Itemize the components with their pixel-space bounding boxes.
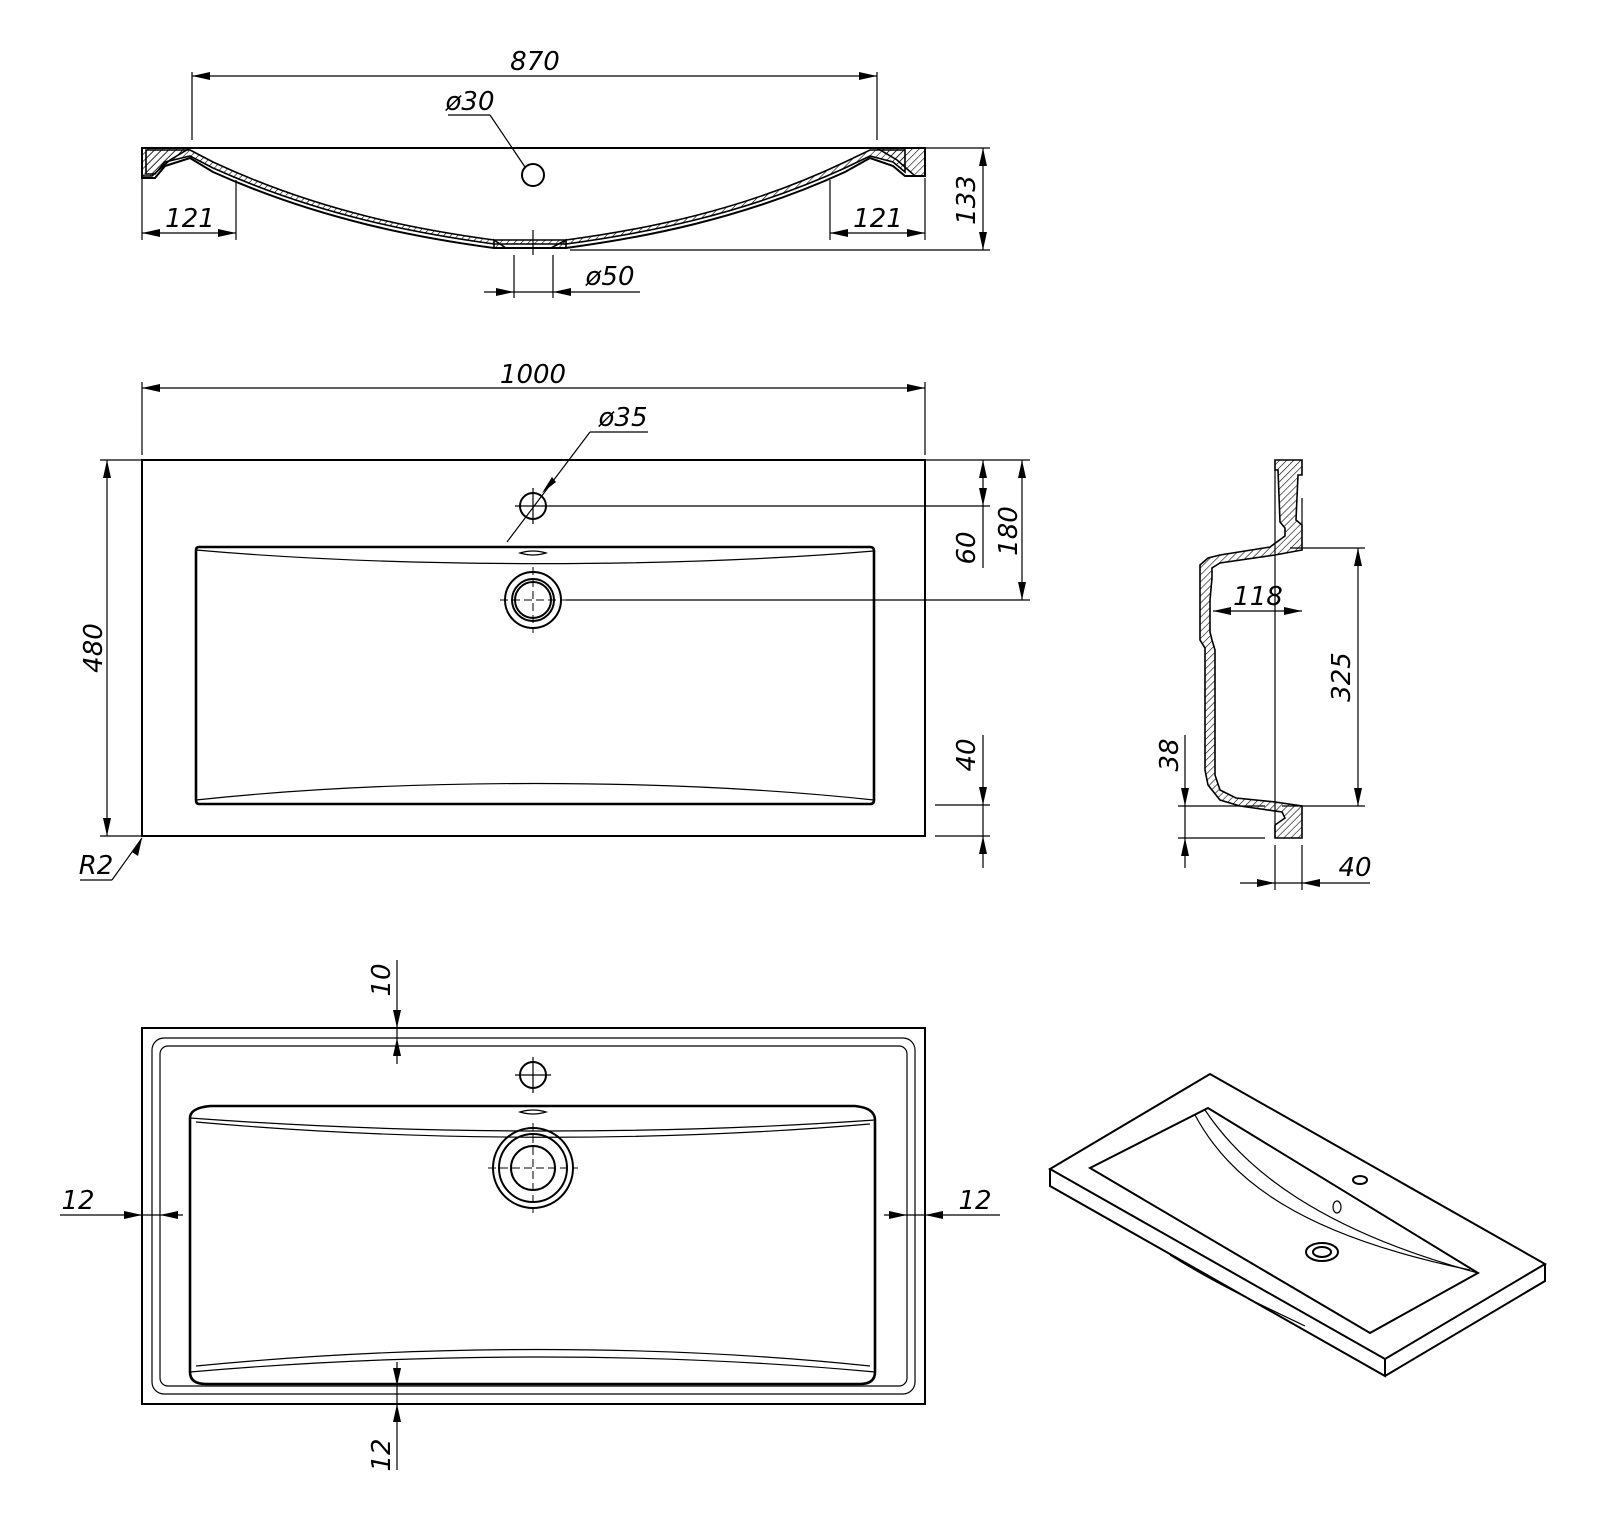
side-section-view: 118 325 38 40: [1155, 459, 1372, 890]
dim-870-label: 870: [510, 47, 560, 77]
dim-front-edge-label: 40: [952, 738, 982, 771]
dim-plan-left-margin-label: 12: [61, 1186, 94, 1216]
isometric-view: [1048, 1072, 1547, 1378]
dim-plan-right-margin-label: 12: [958, 1186, 991, 1216]
dim-tap-hole-plan-label: ø35: [598, 403, 648, 433]
dim-drain-label: ø50: [585, 262, 635, 292]
dim-overall-width-label: 1000: [500, 360, 566, 390]
dim-overall-depth-label: 480: [79, 623, 109, 673]
front-section-view: 870 ø30 121 121 133: [141, 47, 990, 298]
dim-plan-top-margin-label: 10: [367, 963, 397, 996]
dim-drain-offset-label: 180: [994, 506, 1024, 556]
dim-rim-right-label: 121: [853, 204, 903, 234]
dim-height-label: 133: [952, 175, 982, 225]
dim-corner-radius-label: R2: [79, 851, 114, 881]
dim-side-325-label: 325: [1327, 652, 1357, 702]
dim-side-38-label: 38: [1155, 738, 1185, 771]
top-plan-view: 1000 ø35 480 60: [79, 360, 1030, 881]
bottom-plan-view: 10 12 12 12: [60, 960, 1000, 1472]
dim-tap-hole-top-label: ø30: [445, 87, 495, 117]
dim-side-40-label: 40: [1338, 853, 1371, 883]
dim-side-118-label: 118: [1233, 582, 1283, 612]
dim-plan-bottom-margin-label: 12: [367, 1438, 397, 1471]
dim-tap-offset-label: 60: [952, 531, 982, 564]
dim-rim-left-label: 121: [165, 204, 215, 234]
